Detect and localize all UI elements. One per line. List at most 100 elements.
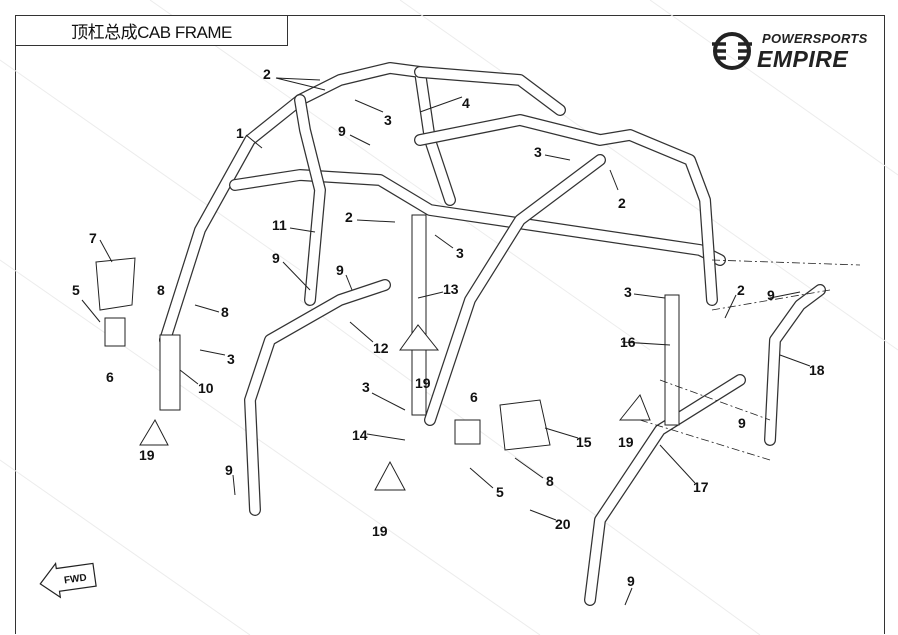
diagram-shape <box>618 394 651 421</box>
callout: 9 <box>338 123 346 139</box>
diagram-shape <box>514 457 544 479</box>
callout: 19 <box>139 447 155 463</box>
diagram-shape <box>544 427 579 439</box>
callout: 3 <box>362 379 370 395</box>
brand-logo: POWERSPORTS EMPIRE <box>710 30 870 74</box>
mirror-15 <box>499 399 551 451</box>
diagram-shape <box>99 239 113 263</box>
diagram-shape <box>275 77 326 91</box>
bracket-6-left <box>104 317 126 347</box>
callout: 7 <box>89 230 97 246</box>
fwd-arrow: FWD <box>39 562 97 599</box>
callout: 2 <box>737 282 745 298</box>
callout: 16 <box>620 334 636 350</box>
callout: 8 <box>546 473 554 489</box>
drawing-frame <box>15 15 885 634</box>
callout: 1 <box>236 125 244 141</box>
callout: 15 <box>576 434 592 450</box>
diagram-shape <box>425 155 605 425</box>
diagram-shape <box>349 321 374 343</box>
pillar-16 <box>664 294 680 426</box>
diagram-shape <box>345 274 353 291</box>
diagram-shape <box>724 294 737 319</box>
diagram-shape <box>399 324 440 351</box>
diagram-shape <box>711 289 831 311</box>
callout: 9 <box>336 262 344 278</box>
callout: 9 <box>767 287 775 303</box>
diagram-shape <box>179 369 199 385</box>
diagram-shape <box>712 42 752 60</box>
diagram-shape <box>81 299 101 323</box>
diagram-shape <box>199 349 226 356</box>
diagram-shape <box>282 261 311 291</box>
diagram-shape <box>244 279 391 516</box>
diagram-shape <box>232 474 236 496</box>
callout: 5 <box>72 282 80 298</box>
leader-lines <box>81 77 811 606</box>
callout: 2 <box>263 66 271 82</box>
callout: 18 <box>809 362 825 378</box>
callout: 8 <box>157 282 165 298</box>
diagram-shape <box>621 341 671 346</box>
callout: 6 <box>106 369 114 385</box>
callout: 3 <box>534 144 542 160</box>
diagram-shape <box>415 115 717 305</box>
diagram-shape <box>245 134 263 149</box>
page-title: 顶杠总成CAB FRAME <box>15 15 288 46</box>
diagram-shape <box>289 227 316 233</box>
diagram-shape <box>356 219 396 223</box>
callout: 14 <box>352 427 368 443</box>
callout: 2 <box>345 209 353 225</box>
diagram-shape <box>529 509 557 521</box>
callout: 9 <box>738 415 746 431</box>
callout: 17 <box>693 479 709 495</box>
diagram-shape <box>194 304 220 313</box>
diagram-shape <box>139 418 169 446</box>
dash-lines <box>639 259 861 461</box>
diagram-shape <box>469 467 494 489</box>
diagram-shape <box>349 134 371 146</box>
empire-emblem-icon <box>712 32 752 70</box>
callout: 13 <box>443 281 459 297</box>
pillar-10 <box>159 334 181 411</box>
callout: 9 <box>225 462 233 478</box>
callout: 8 <box>221 304 229 320</box>
diagram-shape <box>419 96 463 113</box>
callout: 3 <box>456 245 464 261</box>
diagram-shape <box>711 259 861 266</box>
callout: 4 <box>462 95 470 111</box>
callout: 9 <box>627 573 635 589</box>
diagram-shape <box>639 419 771 461</box>
logo-text-powersports: POWERSPORTS <box>762 31 868 46</box>
callout: 12 <box>373 340 389 356</box>
fwd-label: FWD <box>63 572 87 586</box>
mirror-7 <box>95 257 136 311</box>
callout: 20 <box>555 516 571 532</box>
callout: 19 <box>618 434 634 450</box>
diagram-shape <box>769 291 801 299</box>
diagram-shape <box>624 587 633 606</box>
diagram-shape <box>374 460 406 491</box>
callout: 11 <box>272 217 287 233</box>
callout: 10 <box>198 380 214 396</box>
diagram-shape <box>659 379 771 421</box>
diagram-shape <box>633 293 666 299</box>
diagram-shape <box>609 169 619 191</box>
diagram-shape <box>434 234 454 249</box>
diagram-shape <box>544 154 571 161</box>
diagram-shape <box>39 562 97 599</box>
callout: 3 <box>227 351 235 367</box>
diagram-shape <box>659 444 696 484</box>
logo-text-empire: EMPIRE <box>757 46 849 72</box>
callout: 6 <box>470 389 478 405</box>
diagram-shape <box>295 95 325 305</box>
diagram-shape <box>366 433 406 441</box>
diagram-shape <box>765 285 825 445</box>
diagram-shape <box>371 392 406 411</box>
callout-labels: 2 3 4 1 9 3 2 2 3 11 7 9 9 13 5 8 8 12 3… <box>72 66 825 589</box>
diagram-shape <box>354 99 384 113</box>
